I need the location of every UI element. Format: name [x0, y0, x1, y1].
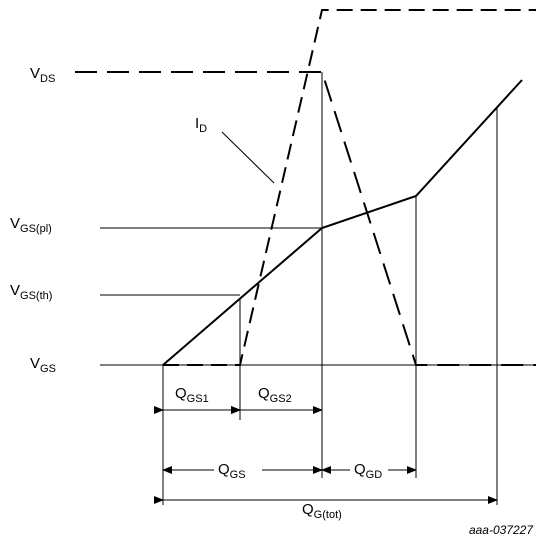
vgs-label: VGS	[30, 355, 56, 375]
vgs-th-label: VGS(th)	[10, 282, 52, 302]
qgtot-label: QG(tot)	[302, 501, 342, 521]
figure-code: aaa-037227	[469, 523, 534, 537]
vgs-curve	[162, 79, 523, 366]
vds-curve	[75, 71, 536, 366]
qgs1-label: QGS1	[175, 385, 209, 405]
vds-label: VDS	[30, 65, 55, 85]
qgd-label: QGD	[354, 461, 382, 481]
id-curve	[163, 9, 536, 366]
qgs-label: QGS	[218, 461, 246, 481]
id-label: ID	[195, 115, 207, 135]
qgs2-label: QGS2	[258, 385, 292, 405]
id-leader-line	[221, 131, 275, 184]
vgs-pl-label: VGS(pl)	[10, 215, 52, 235]
